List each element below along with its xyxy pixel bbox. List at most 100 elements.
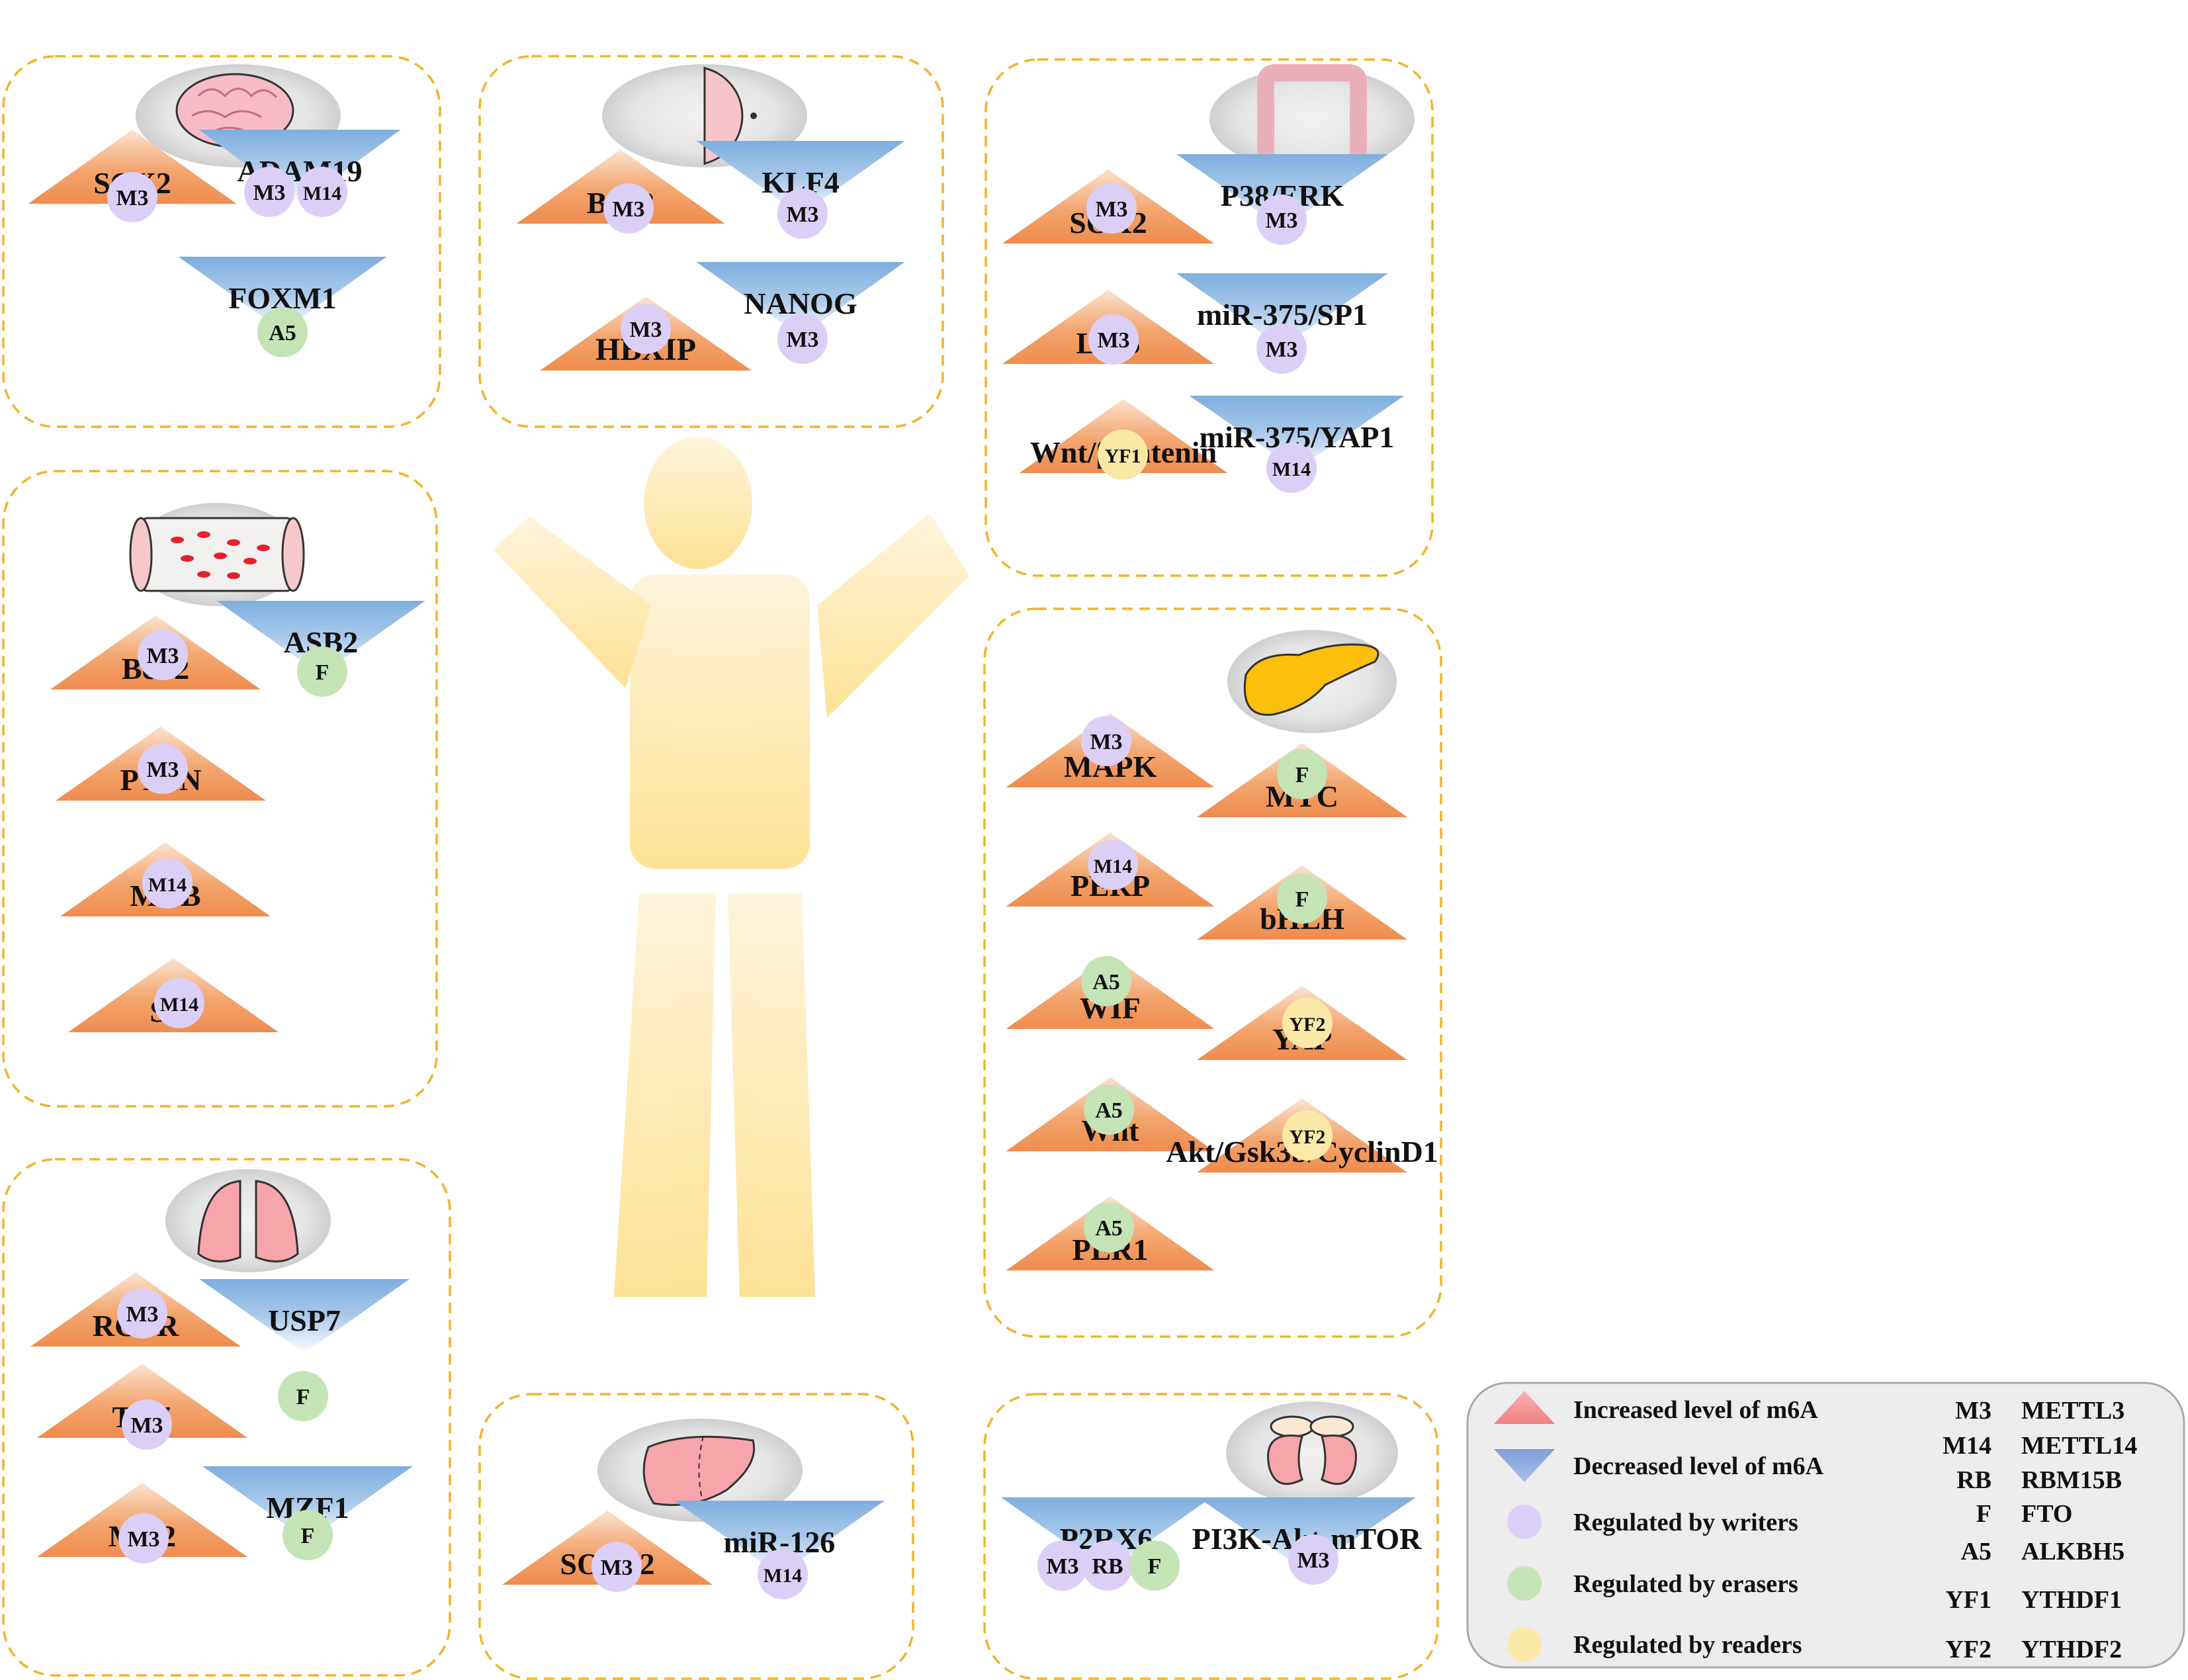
svg-text:F: F: [1295, 887, 1309, 912]
legend-label: Regulated by writers: [1573, 1509, 1798, 1536]
badge-writer: M3: [1256, 324, 1307, 374]
svg-text:F: F: [316, 660, 329, 685]
decrease-triangle: [1176, 273, 1388, 347]
svg-text:F: F: [1976, 1500, 1991, 1528]
panel-border: [478, 55, 944, 428]
svg-text:M3: M3: [1265, 337, 1297, 362]
svg-text:M3: M3: [116, 186, 148, 210]
svg-text:M3: M3: [146, 644, 179, 668]
badge-writer: M3: [107, 172, 157, 222]
panel-border: [2, 55, 441, 428]
panel-brain: SOX2M3ADAM19M3M14FOXM1A5: [2, 55, 441, 428]
svg-text:M3: M3: [629, 318, 662, 342]
badge-eraser: F: [283, 1510, 333, 1560]
svg-text:M14: M14: [1094, 856, 1132, 877]
body-head: [644, 437, 752, 569]
svg-text:M3: M3: [1097, 328, 1129, 353]
decrease-triangle: [1176, 154, 1388, 228]
organ-panels: SOX2M3ADAM19M3M14FOXM1A5Bcl-2M3KLF4M3HBX…: [2, 55, 1442, 1680]
liver-icon: [597, 1419, 803, 1522]
svg-text:F: F: [296, 1385, 310, 1409]
increase-triangle: [28, 130, 237, 204]
legend-box: [1466, 1382, 2185, 1669]
badge-eraser: F: [1277, 873, 1327, 924]
svg-text:M3: M3: [1265, 208, 1297, 233]
badge-reader: YF1: [1098, 429, 1148, 480]
body-arm-right: [817, 513, 969, 718]
svg-text:M14: M14: [148, 874, 187, 896]
badge-writer: M3: [1037, 1540, 1088, 1591]
badge-writer: M14: [758, 1549, 808, 1599]
gene-rgfr: RGFRM3: [30, 1272, 241, 1347]
svg-text:M3: M3: [253, 181, 285, 205]
gene-yap: YAPYF2: [1197, 986, 1407, 1060]
badge-reader: YF2: [1282, 998, 1333, 1048]
svg-text:M3: M3: [1090, 730, 1122, 754]
badge-writer: M3: [777, 314, 828, 364]
badge-writer: M14: [1266, 443, 1317, 493]
gene-p38-erk: P38/ERKM3: [1176, 154, 1388, 245]
svg-text:METTL14: METTL14: [2021, 1432, 2137, 1460]
badge-writer: M3: [138, 744, 188, 794]
badge-eraser: A5: [257, 307, 308, 357]
badge-writer: M3: [1256, 195, 1307, 245]
svg-text:A5: A5: [1095, 1216, 1123, 1241]
svg-text:ALKBH5: ALKBH5: [2021, 1538, 2124, 1566]
badge-writer: M3: [1288, 1534, 1338, 1585]
reader-circle-icon: [1507, 1627, 1542, 1661]
gene-per1: PER1A5: [1006, 1196, 1215, 1270]
svg-text:M14: M14: [160, 994, 198, 1016]
decrease-triangle: [202, 1466, 413, 1540]
badge-writer: M3: [777, 189, 828, 239]
decrease-triangle: [1198, 1497, 1416, 1571]
legend-entry-up: Increased level of m6A: [1494, 1391, 1818, 1424]
badge-writer: M3: [118, 1513, 169, 1564]
body-leg-right: [728, 893, 815, 1297]
svg-text:M3: M3: [600, 1556, 633, 1580]
svg-text:F: F: [1295, 763, 1309, 787]
legend-label: Regulated by erasers: [1573, 1570, 1798, 1598]
badge-writer: M14: [297, 167, 347, 217]
decrease-triangle: [696, 141, 905, 215]
svg-text:YF2: YF2: [1945, 1636, 1991, 1663]
svg-text:F: F: [1148, 1554, 1162, 1579]
svg-text:M3: M3: [612, 197, 644, 222]
svg-text:M14: M14: [303, 183, 341, 204]
panel-border: [478, 1393, 914, 1680]
body-leg-left: [614, 893, 716, 1297]
svg-text:YF2: YF2: [1290, 1014, 1326, 1036]
badge-writer: M3: [1088, 314, 1139, 365]
gene-wnt: WntA5: [1006, 1077, 1215, 1151]
svg-text:A5: A5: [269, 321, 296, 345]
badge-writer: M3: [138, 630, 188, 680]
svg-text:METTL3: METTL3: [2021, 1397, 2124, 1425]
legend-entry-reader: Regulated by readers: [1507, 1627, 1802, 1661]
svg-text:M3: M3: [786, 202, 818, 227]
svg-text:M3: M3: [126, 1302, 158, 1327]
svg-text:M3: M3: [1046, 1554, 1078, 1579]
legend-label: Increased level of m6A: [1573, 1396, 1818, 1424]
decrease-triangle: [198, 130, 401, 204]
svg-text:M3: M3: [127, 1527, 159, 1552]
badge-eraser: F: [1277, 749, 1327, 799]
panel-border: [983, 607, 1442, 1338]
badge-reader: YF2: [1282, 1110, 1333, 1161]
gene-sox2: SOX2M3: [1002, 169, 1214, 243]
decrease-triangle: [216, 601, 425, 675]
badge-writer: M3: [591, 1542, 642, 1592]
svg-text:F: F: [301, 1524, 315, 1548]
badge-writer: M14: [1088, 840, 1138, 890]
svg-text:A5: A5: [1095, 1098, 1123, 1123]
